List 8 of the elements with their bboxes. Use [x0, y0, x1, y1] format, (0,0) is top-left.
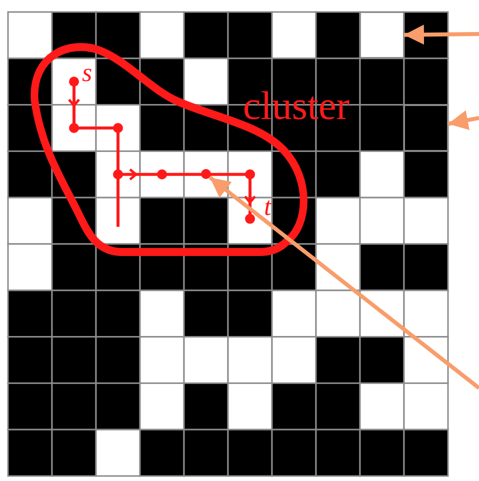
cluster-label: cluster — [243, 86, 350, 126]
site-label: s — [82, 60, 92, 86]
site-label: t — [264, 194, 272, 220]
arrow — [404, 24, 479, 45]
arrow — [448, 110, 479, 130]
lattice-site-cell — [404, 104, 448, 152]
lattice-site-cell — [360, 12, 404, 58]
arrow — [208, 176, 479, 390]
